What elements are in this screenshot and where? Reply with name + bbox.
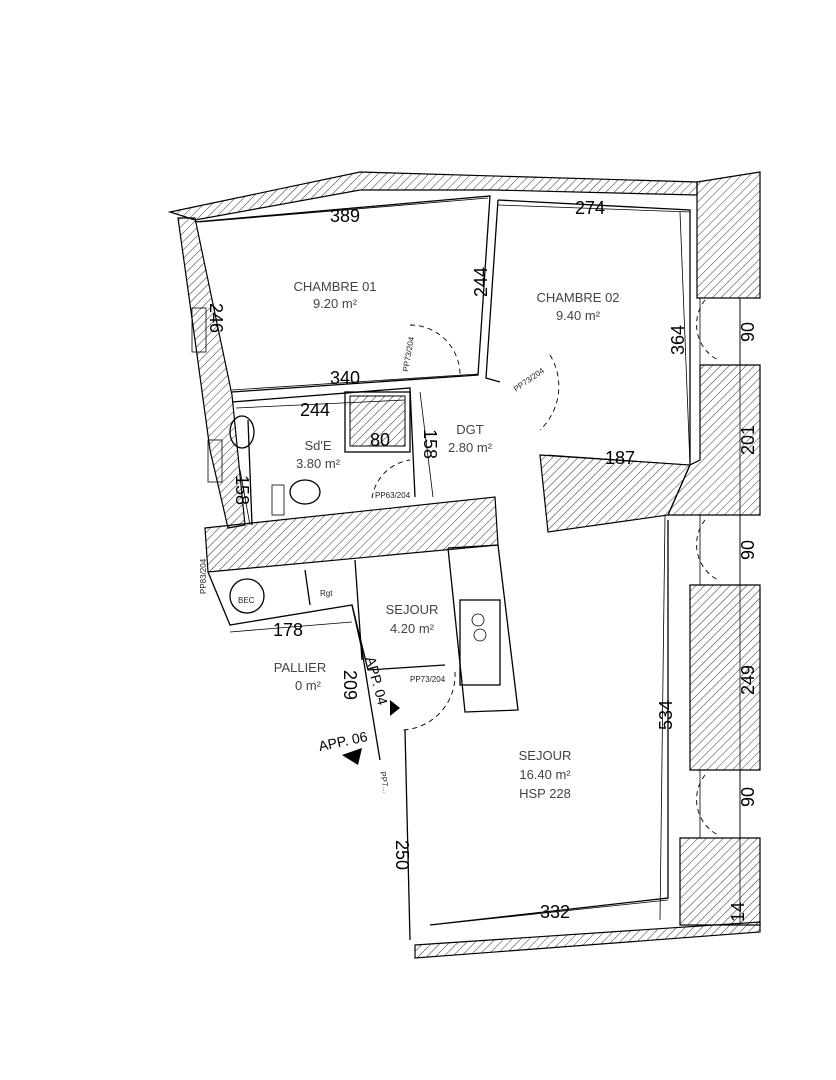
room-name-sde: Sd'E (304, 438, 331, 453)
room-area-chambre-01: 9.20 m² (313, 296, 358, 311)
room-hsp-sejour: HSP 228 (519, 786, 571, 801)
room-area-dgt: 2.80 m² (448, 440, 493, 455)
dimension-lines (199, 197, 741, 926)
entry-arrow-icon (342, 748, 362, 765)
chambre01-outline (194, 195, 491, 393)
entry-arrow-icon (390, 700, 400, 716)
shower (344, 391, 411, 453)
landing-wall (351, 604, 381, 761)
room-area-sejour-small: 4.20 m² (390, 621, 435, 636)
door-swing (371, 459, 411, 499)
sejour-left-wall (404, 729, 411, 941)
room-name-chambre-01: CHAMBRE 01 (293, 279, 376, 294)
dimension-label: 14 (728, 902, 748, 922)
dimension-label: 90 (738, 540, 758, 560)
interior-wall (204, 496, 499, 573)
dimension-label: 246 (206, 303, 226, 333)
door-swing (399, 671, 456, 731)
room-area-chambre-02: 9.40 m² (556, 308, 601, 323)
top-wall (167, 171, 698, 221)
toilet-icon (289, 479, 321, 505)
door-swing (539, 354, 560, 431)
dimension-label: 534 (656, 700, 676, 730)
sink-icon (229, 415, 255, 449)
dimension-label: 389 (330, 206, 360, 226)
door-swing (409, 324, 461, 376)
sde-outline (231, 387, 416, 498)
right-wall-1 (696, 171, 761, 299)
dimension-label: 90 (738, 322, 758, 342)
boiler-icon (229, 578, 265, 614)
window (699, 769, 741, 839)
dimension-label: 364 (668, 325, 688, 355)
kitchen-sink-icon (459, 599, 501, 686)
room-area-pallier: 0 m² (295, 678, 322, 693)
sejour-outline (429, 520, 669, 926)
dimension-label: 178 (273, 620, 303, 640)
dimension-label: 187 (605, 448, 635, 468)
dimension-label: 250 (392, 840, 412, 870)
room-area-sde: 3.80 m² (296, 456, 341, 471)
dimension-label: 80 (370, 430, 390, 450)
dimension-label: 201 (738, 425, 758, 455)
room-name-sejour-small: SEJOUR (386, 602, 439, 617)
right-wall-4 (679, 837, 761, 926)
sde-inner (247, 419, 253, 526)
room-area-sejour: 16.40 m² (519, 767, 571, 782)
bottom-wall (414, 921, 761, 959)
dimension-label: 158 (420, 429, 440, 459)
dimension-label: 90 (738, 787, 758, 807)
dimension-label: 249 (738, 665, 758, 695)
chambre02-outline (497, 199, 691, 465)
door-label: PP73/204 (401, 336, 416, 373)
door-label: PP73/204 (512, 366, 546, 394)
boiler-label: BEC (238, 596, 255, 605)
partition (485, 199, 501, 383)
door-label: PP7... (378, 771, 391, 794)
dimension-label: 274 (575, 198, 605, 218)
dimension-label: 340 (330, 368, 360, 388)
door-label: PP83/204 (199, 558, 208, 594)
room-name-pallier: PALLIER (274, 660, 327, 675)
dimension-label: 209 (340, 670, 360, 700)
room-name-sejour: SEJOUR (519, 748, 572, 763)
dimension-label: 244 (300, 400, 330, 420)
room-name-dgt: DGT (456, 422, 484, 437)
storage-label: Rgt (320, 589, 333, 598)
room-name-chambre-02: CHAMBRE 02 (536, 290, 619, 305)
window (699, 514, 741, 586)
window (207, 439, 223, 483)
kitchen-counter (447, 544, 519, 713)
window (699, 297, 741, 366)
dimension-label: 158 (232, 475, 252, 505)
dimension-label: 244 (471, 267, 491, 297)
door-label: PP73/204 (410, 675, 446, 684)
dimension-labels: 389 274 246 244 364 90 340 244 80 158 20… (206, 198, 758, 922)
dimension-label: 332 (540, 902, 570, 922)
window (191, 307, 207, 353)
shower-tray (349, 395, 406, 447)
toilet-tank (271, 484, 285, 516)
door-label: PP63/204 (375, 491, 411, 500)
